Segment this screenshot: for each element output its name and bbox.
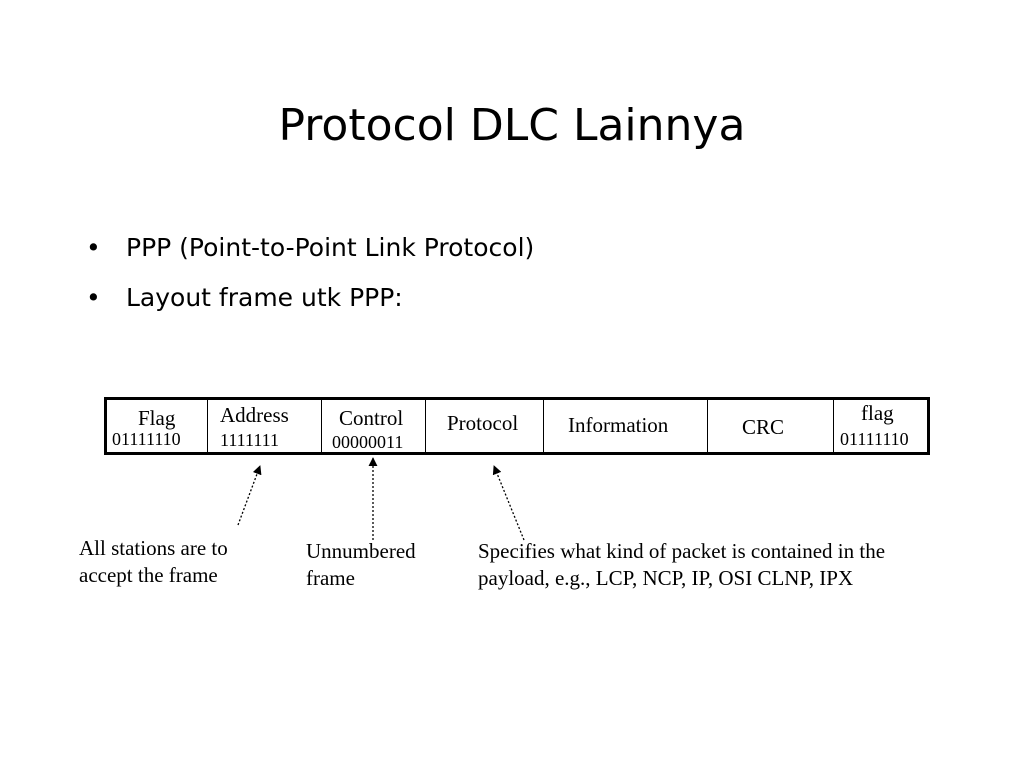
field-name: Protocol	[447, 411, 519, 435]
bullet-dot-icon: •	[86, 283, 101, 312]
field-name: Control	[339, 406, 404, 430]
bullet-item: • Layout frame utk PPP:	[86, 278, 534, 328]
bullet-text: Layout frame utk PPP:	[126, 283, 403, 312]
frame-field-flag: Flag 01111110	[107, 400, 208, 452]
field-bits: 00000011	[332, 432, 404, 452]
field-bits: 01111110	[112, 429, 181, 449]
annotation-protocol: Specifies what kind of packet is contain…	[478, 539, 886, 590]
arrow-address	[237, 465, 262, 526]
annotation-control: Unnumbered frame	[306, 539, 416, 590]
bullet-dot-icon: •	[86, 233, 101, 262]
annotation-address: All stations are to accept the frame	[79, 536, 228, 587]
field-name: flag	[861, 401, 894, 425]
bullet-text: PPP (Point-to-Point Link Protocol)	[126, 233, 535, 262]
bullet-item: • PPP (Point-to-Point Link Protocol)	[86, 228, 534, 278]
bullet-list: • PPP (Point-to-Point Link Protocol) • L…	[86, 228, 534, 328]
frame-field-crc: CRC	[708, 400, 834, 452]
frame-field-protocol: Protocol	[426, 400, 544, 452]
frame-field-information: Information	[544, 400, 708, 452]
arrow-protocol	[492, 465, 525, 541]
field-name: Information	[568, 413, 669, 437]
field-name: Flag	[138, 406, 176, 430]
field-name: Address	[220, 403, 289, 427]
frame-field-address: Address 1111111	[208, 400, 322, 452]
field-name: CRC	[742, 415, 785, 439]
slide-title: Protocol DLC Lainnya	[278, 100, 746, 151]
field-bits: 1111111	[220, 430, 279, 450]
ppp-frame-diagram: Flag 01111110 Address 1111111 Control 00…	[104, 397, 930, 455]
field-bits: 01111110	[840, 429, 909, 449]
frame-field-end-flag: flag 01111110	[834, 400, 927, 452]
frame-field-control: Control 00000011	[322, 400, 426, 452]
